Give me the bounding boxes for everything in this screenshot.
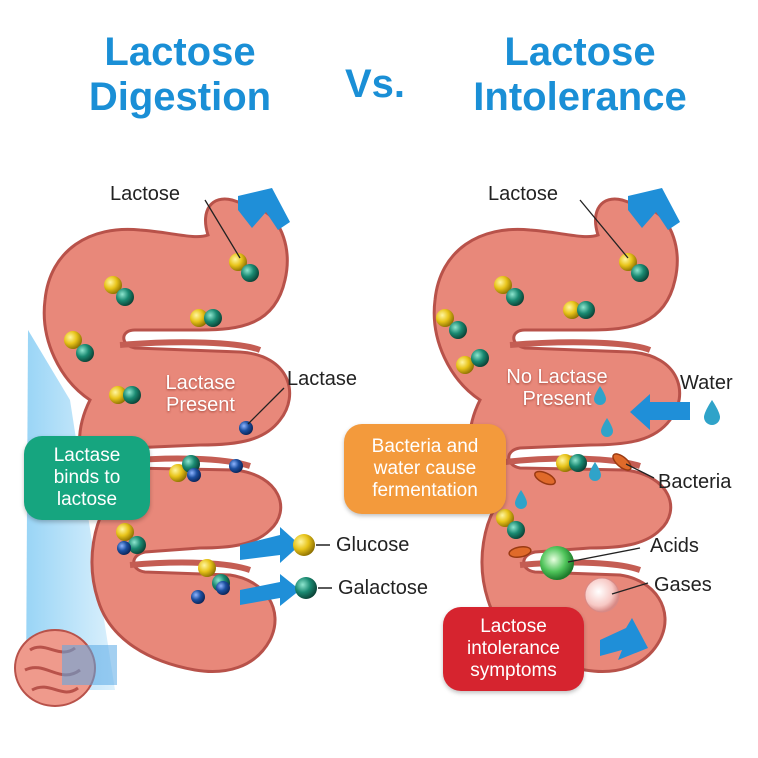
water-label: Water — [680, 372, 733, 394]
fermentation-line3: fermentation — [372, 479, 478, 501]
lactase-enzymes — [117, 421, 253, 604]
left-lactose-label: Lactose — [110, 183, 181, 205]
intestine-thumbnail-icon — [14, 629, 117, 707]
binds-line3: lactose — [56, 488, 118, 510]
galactose-molecule — [295, 577, 317, 599]
symptoms-line2: intolerance — [467, 638, 560, 660]
fermentation-line2: water cause — [373, 458, 477, 480]
exit-arrow-right — [600, 618, 648, 660]
fermentation-line1: Bacteria and — [371, 436, 479, 458]
lactase-binds-box: Lactase binds to lactose — [24, 436, 150, 520]
glucose-label: Glucose — [336, 534, 410, 556]
left-title-line2: Digestion — [88, 74, 272, 119]
left-intestine — [42, 197, 292, 673]
acid-bubble — [540, 546, 574, 580]
left-title-line1: Lactose — [104, 30, 256, 74]
leader-lines — [204, 199, 655, 595]
lactase-present-label: Lactase Present — [148, 372, 253, 416]
no-lactase-line2: Present — [522, 388, 592, 410]
lactase-present-line1: Lactase — [165, 372, 236, 394]
right-lactose-label: Lactose — [488, 183, 559, 205]
entry-arrow-right — [628, 188, 680, 230]
right-title-line1: Lactose — [504, 30, 656, 74]
gases-label: Gases — [654, 574, 712, 596]
galactose-label: Galactose — [338, 577, 429, 599]
bacteria-icon — [508, 453, 632, 559]
symptoms-line3: symptoms — [470, 659, 557, 681]
symptoms-line1: Lactose — [480, 616, 547, 638]
right-title-line2: Intolerance — [473, 74, 687, 119]
glucose-arrow — [240, 527, 300, 563]
lactose-molecules — [64, 253, 649, 592]
lactase-present-line2: Present — [166, 394, 235, 416]
binds-line1: Lactase — [53, 445, 121, 467]
water-arrow — [630, 394, 690, 430]
right-title: Lactose Intolerance — [430, 30, 730, 120]
no-lactase-label: No Lactase Present — [492, 366, 622, 410]
symptoms-box: Lactose intolerance symptoms — [443, 607, 584, 691]
water-drop-icon — [515, 386, 720, 509]
gas-bubble — [584, 577, 620, 613]
acids-label: Acids — [650, 535, 699, 557]
galactose-arrow — [240, 574, 300, 606]
entry-arrow-left — [238, 188, 290, 230]
binds-line2: binds to — [53, 467, 121, 489]
lactase-label: Lactase — [287, 368, 358, 390]
left-title: Lactose Digestion — [60, 30, 300, 120]
bacteria-label: Bacteria — [658, 471, 732, 493]
fermentation-box: Bacteria and water cause fermentation — [344, 424, 506, 514]
no-lactase-line1: No Lactase — [506, 366, 608, 388]
vs-label: Vs. — [344, 62, 406, 106]
glucose-molecule — [293, 534, 315, 556]
